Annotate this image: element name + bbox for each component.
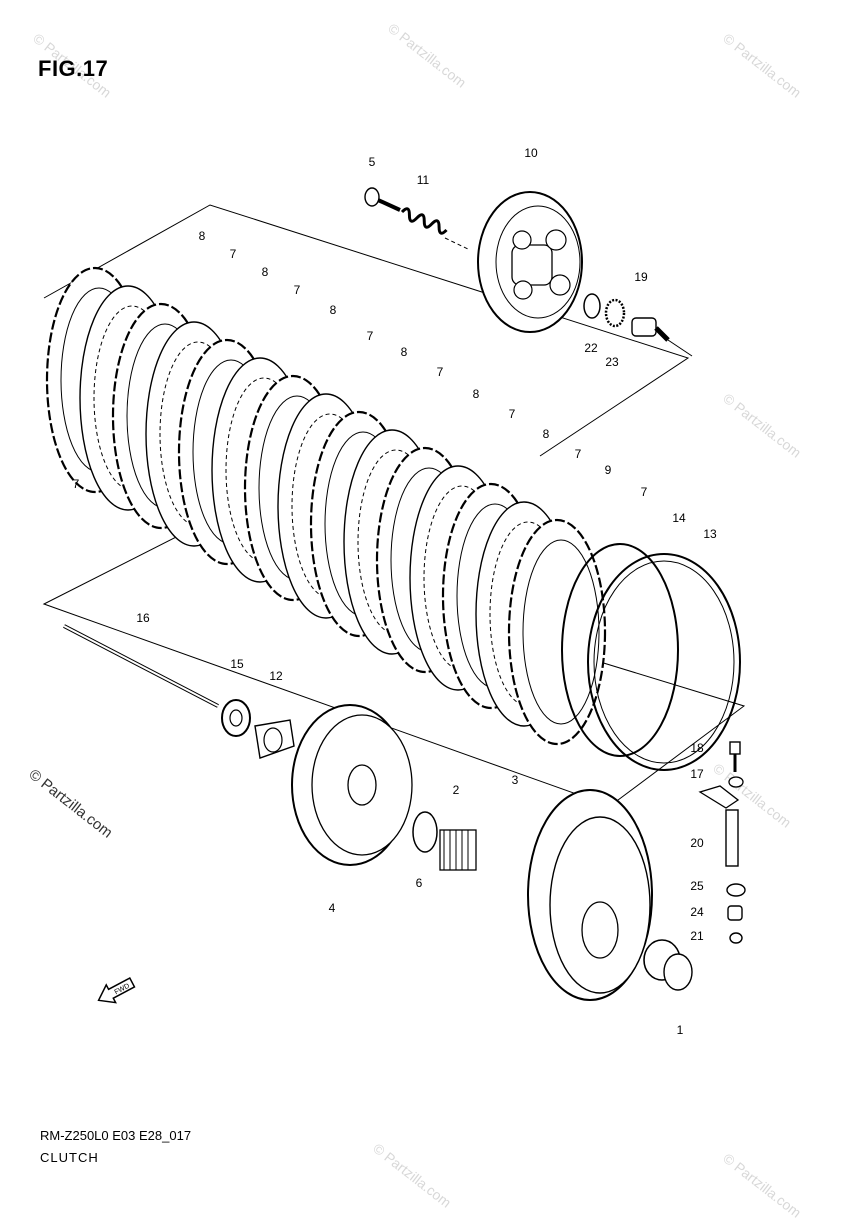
callout-c21: 21 [690, 929, 704, 943]
part-15 [221, 699, 251, 737]
callout-c8e: 8 [473, 387, 480, 401]
callout-c8d: 8 [401, 345, 408, 359]
callout-c15: 15 [230, 657, 244, 671]
callout-c8c: 8 [330, 303, 337, 317]
callout-c7h: 7 [641, 485, 648, 499]
lock-washer-12 [254, 719, 295, 759]
callout-c8a: 8 [199, 229, 206, 243]
callout-c9: 9 [605, 463, 612, 477]
callout-labels: 7878787878787971413511101922231615122364… [73, 146, 717, 1037]
callout-c24: 24 [690, 905, 704, 919]
callout-c18: 18 [690, 741, 704, 755]
pushrod-piece-19 [631, 317, 693, 357]
callout-c14: 14 [672, 511, 686, 525]
callout-c7e: 7 [437, 365, 444, 379]
callout-c5: 5 [369, 155, 376, 169]
callout-c23: 23 [605, 355, 619, 369]
bolt-5 [364, 187, 401, 212]
spring-11 [400, 207, 471, 251]
callout-c12: 12 [269, 669, 283, 683]
washer-22 [583, 293, 601, 319]
callout-c8b: 8 [262, 265, 269, 279]
callout-c7f: 7 [509, 407, 516, 421]
clutch-plate-stack [45, 266, 607, 746]
washer-6 [412, 811, 438, 853]
callout-c4: 4 [329, 901, 336, 915]
spacer-1 [643, 939, 693, 991]
callout-c1: 1 [677, 1023, 684, 1037]
callout-c7g: 7 [575, 447, 582, 461]
clutch-housing-3 [527, 789, 653, 1001]
section-name: CLUTCH [40, 1150, 99, 1165]
spring-ring-13 [587, 553, 741, 771]
callout-c7b: 7 [230, 247, 237, 261]
callout-c13: 13 [703, 527, 717, 541]
callout-c22: 22 [584, 341, 598, 355]
callout-c7c: 7 [294, 283, 301, 297]
model-code: RM-Z250L0 E03 E28_017 [40, 1128, 192, 1143]
release-shaft-assembly [698, 741, 746, 944]
callout-c19: 19 [634, 270, 648, 284]
callout-c3: 3 [512, 773, 519, 787]
callout-c10: 10 [524, 146, 538, 160]
plate-inner-edge [522, 539, 600, 725]
friction-plate [507, 518, 607, 746]
sleeve-hub-4 [291, 704, 413, 866]
callout-c11: 11 [417, 173, 430, 187]
callout-c16: 16 [136, 611, 150, 625]
forward-arrow-icon: FWD [97, 977, 136, 1004]
wire-ring-14 [561, 543, 679, 757]
lower-assembly-outline [42, 533, 746, 807]
callout-c20: 20 [690, 836, 704, 850]
callout-c8f: 8 [543, 427, 550, 441]
needle-bearing-2 [439, 829, 477, 871]
callout-c17: 17 [690, 767, 704, 781]
callout-c7d: 7 [367, 329, 374, 343]
figure-title: FIG.17 [38, 56, 109, 81]
callout-c7a: 7 [73, 477, 80, 491]
bearing-23 [604, 298, 626, 328]
callout-c25: 25 [690, 879, 704, 893]
callout-c2: 2 [453, 783, 460, 797]
upper-assembly-outline [43, 204, 690, 457]
pressure-plate-10 [477, 191, 583, 333]
callout-c6: 6 [416, 876, 423, 890]
